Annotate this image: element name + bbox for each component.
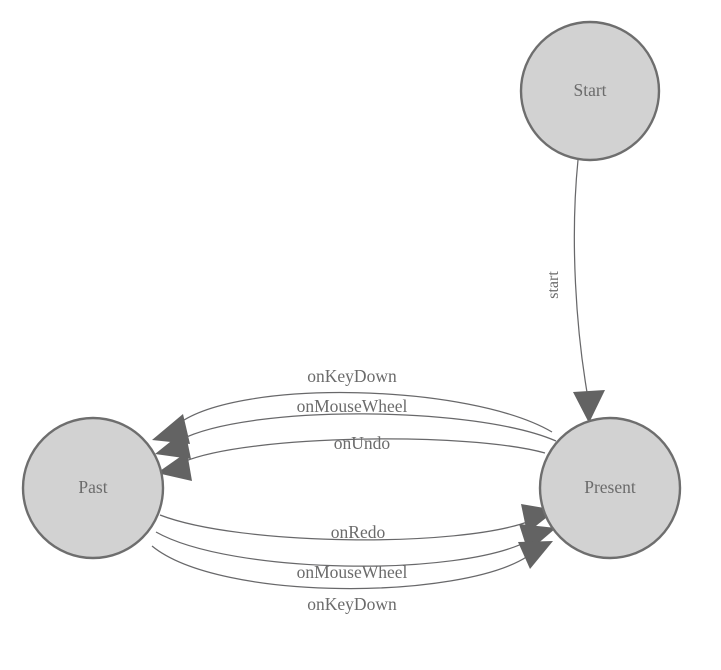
node-start-circle [519, 20, 661, 162]
edge-present-to-past-onkeydown-path [177, 391, 553, 433]
node-present-circle [538, 416, 682, 560]
edge-label-present-to-past-onmousewheel: onMouseWheel [297, 396, 408, 416]
arrowhead-present-to-past-onmousewheel [155, 430, 191, 459]
edge-past-to-present-onmousewheel-path [155, 531, 531, 567]
edge-present-to-past-onmousewheel[interactable] [155, 413, 557, 459]
edge-label-present-to-past-onkeydown: onKeyDown [307, 366, 397, 386]
node-start[interactable]: Start [519, 20, 661, 162]
edge-label-start: start [545, 271, 562, 299]
edge-past-to-present-onkeydown-path [151, 545, 529, 590]
edge-label-past-to-present-onredo: onRedo [331, 522, 386, 542]
node-past-circle [21, 416, 165, 560]
edge-present-to-past-onmousewheel-path [179, 413, 557, 442]
node-past-label: Past [78, 477, 107, 497]
arrowhead-past-to-present-onkeydown [518, 541, 553, 569]
node-past[interactable]: Past [21, 416, 165, 560]
edge-label-present-to-past-onundo: onUndo [334, 433, 391, 453]
arrowhead-present-to-past-onundo [157, 452, 192, 481]
node-start-label: Start [573, 80, 606, 100]
node-present[interactable]: Present [538, 416, 682, 560]
edge-past-to-present-onkeydown[interactable] [151, 541, 553, 590]
edge-start-to-present[interactable]: start [545, 159, 605, 423]
edge-past-to-present-onredo-path [159, 514, 531, 541]
node-present-label: Present [584, 477, 636, 497]
edge-label-past-to-present-onkeydown: onKeyDown [307, 594, 397, 614]
arrowhead-start-to-present [573, 390, 605, 423]
edge-present-to-past-onundo[interactable] [157, 438, 546, 481]
edge-present-to-past-onundo-path [182, 438, 546, 463]
edge-label-past-to-present-onmousewheel: onMouseWheel [297, 562, 408, 582]
edge-start-to-present-path [573, 159, 589, 399]
